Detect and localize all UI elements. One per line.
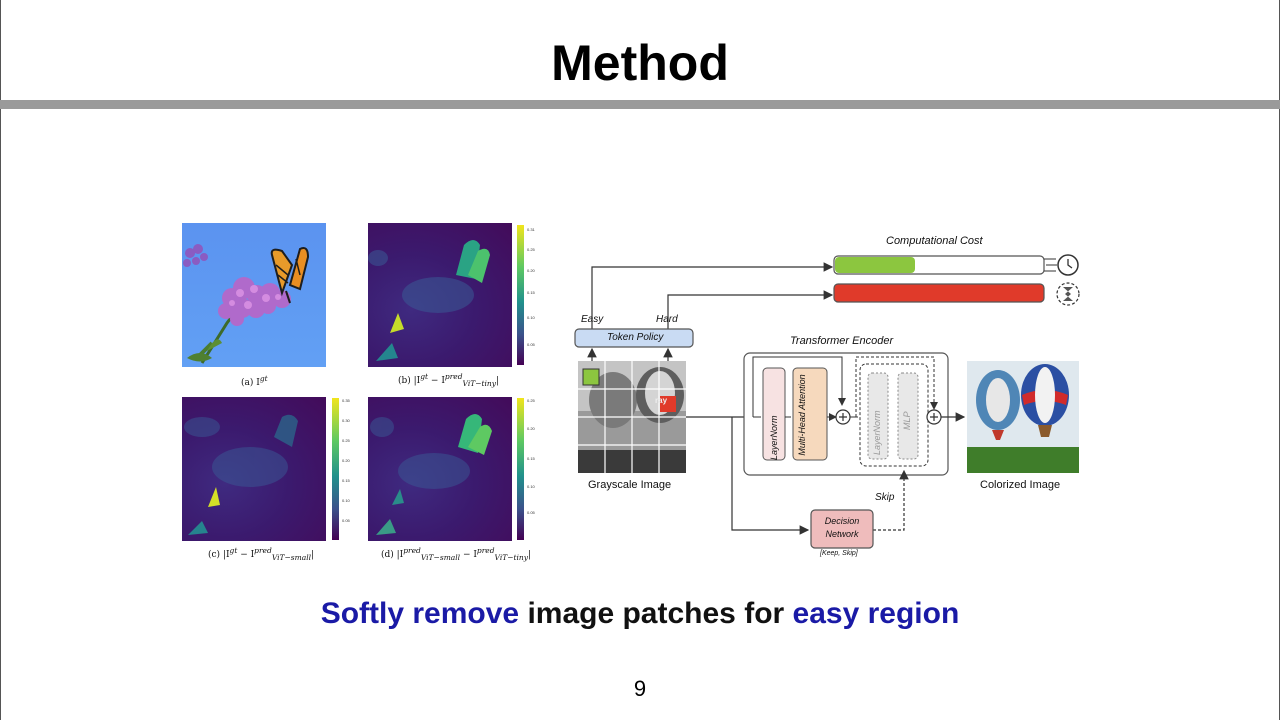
layernorm-2-label: LayerNorm	[872, 410, 882, 455]
cb-c-tick: 0.10	[342, 498, 350, 503]
transformer-encoder-label: Transformer Encoder	[790, 335, 894, 347]
keep-skip-label: [Keep, Skip]	[820, 550, 858, 557]
caption-highlight-1: Softly remove	[320, 597, 520, 630]
skip-label: Skip	[875, 492, 895, 503]
cb-b-tick: 0.15	[527, 290, 535, 295]
cb-c-tick: 0.05	[342, 518, 350, 523]
cb-d-tick: 0.10	[527, 484, 535, 489]
mlp-block	[897, 372, 919, 460]
label-d: (d) |IpredViT−small − IpredViT−tiny|	[381, 546, 532, 562]
hard-cost-bar	[833, 283, 1045, 303]
easy-label: Easy	[581, 314, 604, 325]
slide-caption: Softly remove image patches for easy reg…	[0, 597, 1280, 631]
cb-b-tick: 0.31	[527, 227, 535, 232]
cb-c-tick: 0.25	[342, 438, 350, 443]
colorized-image	[967, 361, 1079, 473]
token-policy-box	[574, 328, 694, 348]
cb-b-tick: 0.25	[527, 247, 535, 252]
title-divider	[0, 100, 1280, 109]
colorbar-b	[517, 225, 524, 365]
cb-d-tick: 0.25	[527, 398, 535, 403]
cb-b-tick: 0.10	[527, 315, 535, 320]
layernorm-block-1	[762, 367, 786, 461]
architecture-diagram	[574, 254, 1080, 549]
fast-clock-icon	[1044, 254, 1079, 276]
token-policy-label: Token Policy	[607, 332, 664, 343]
cb-d-tick: 0.15	[527, 456, 535, 461]
layernorm-1-label: LayerNorm	[769, 415, 779, 460]
heatmap-vit-small	[182, 397, 326, 541]
cb-c-tick: 0.35	[342, 398, 350, 403]
mlp-label: MLP	[902, 411, 912, 430]
cb-d-tick: 0.20	[527, 426, 535, 431]
attention-label: Multi-Head Attention	[797, 374, 807, 456]
grayscale-image-label: Grayscale Image	[588, 479, 672, 491]
cb-b-tick: 0.20	[527, 268, 535, 273]
label-a: (a) Igt	[241, 374, 268, 388]
slide-title: Method	[551, 35, 729, 91]
computational-cost-label: Computational Cost	[886, 235, 983, 247]
cb-d-tick: 0.05	[527, 510, 535, 515]
grayscale-image	[578, 361, 686, 473]
colorbar-d	[517, 398, 524, 540]
caption-middle: image patches for	[519, 597, 793, 630]
decision-network-box	[810, 509, 874, 549]
caption-highlight-2: easy region	[792, 597, 960, 630]
heatmap-vit-tiny	[368, 223, 512, 367]
cb-c-tick: 0.30	[342, 418, 350, 423]
colorized-image-label: Colorized Image	[980, 479, 1061, 491]
page-number: 9	[633, 676, 647, 701]
attention-block	[792, 367, 828, 461]
heatmap-small-minus-tiny	[368, 397, 512, 541]
label-c: (c) |Igt − IpredViT−small|	[208, 546, 315, 562]
hourglass-icon	[1056, 282, 1080, 306]
easy-cost-fill	[835, 257, 915, 273]
hard-label: Hard	[656, 314, 678, 325]
decision-network-label: Decision Network	[824, 516, 860, 539]
colorbar-c	[332, 398, 339, 540]
balloon-text: ray	[655, 396, 668, 405]
cb-b-tick: 0.05	[527, 342, 535, 347]
layernorm-block-2	[867, 372, 889, 460]
label-b: (b) |Igt − IpredViT−tiny|	[398, 372, 500, 388]
cb-c-tick: 0.20	[342, 458, 350, 463]
cb-c-tick: 0.15	[342, 478, 350, 483]
ground-truth-image	[182, 223, 326, 367]
